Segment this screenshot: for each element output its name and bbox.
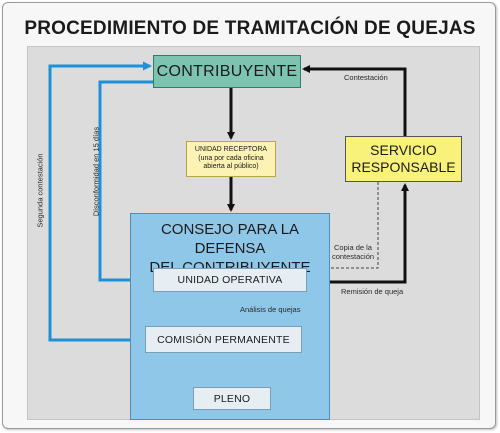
node-pleno: PLENO xyxy=(193,387,271,410)
node-unidad-receptora: UNIDAD RECEPTORA (una por cada oficina a… xyxy=(186,141,276,177)
label-remision-queja: Remisión de queja xyxy=(341,287,404,296)
servicio-line-1: SERVICIO xyxy=(370,142,437,158)
node-consejo xyxy=(130,213,330,420)
receptora-line-2: (una por cada oficina xyxy=(198,154,264,162)
node-unidad-operativa: UNIDAD OPERATIVA xyxy=(153,268,307,292)
receptora-line-3: abierta al público) xyxy=(203,163,259,171)
receptora-line-1: UNIDAD RECEPTORA xyxy=(194,146,268,154)
label-copia-contestacion: Copia de la contestación xyxy=(323,243,383,261)
label-segunda-contestacion: Segunda contestación xyxy=(35,153,45,228)
arrow-servicio-to-contribuyente xyxy=(302,65,407,136)
label-analisis-quejas: Análisis de quejas xyxy=(240,305,301,314)
arrow-disconformidad xyxy=(98,80,153,285)
arrow-operativa-to-servicio xyxy=(307,183,409,284)
label-contestacion: Contestación xyxy=(344,73,388,82)
arrow-copia-contestacion xyxy=(309,182,379,271)
copia-line-2: contestación xyxy=(331,252,375,261)
servicio-line-2: RESPONSABLE xyxy=(351,159,456,175)
arrow-segunda-contestacion xyxy=(48,61,152,342)
node-comision-permanente: COMISIÓN PERMANENTE xyxy=(145,326,302,353)
label-disconformidad: Disconformidad en 15 días xyxy=(91,126,101,217)
node-contribuyente: CONTRIBUYENTE xyxy=(153,55,301,88)
copia-line-1: Copia de la xyxy=(334,243,372,252)
consejo-line-1: CONSEJO PARA LA DEFENSA xyxy=(160,221,300,257)
node-servicio-responsable: SERVICIO RESPONSABLE xyxy=(345,136,462,182)
diagram-title: PROCEDIMIENTO DE TRAMITACIÓN DE QUEJAS xyxy=(24,18,476,39)
